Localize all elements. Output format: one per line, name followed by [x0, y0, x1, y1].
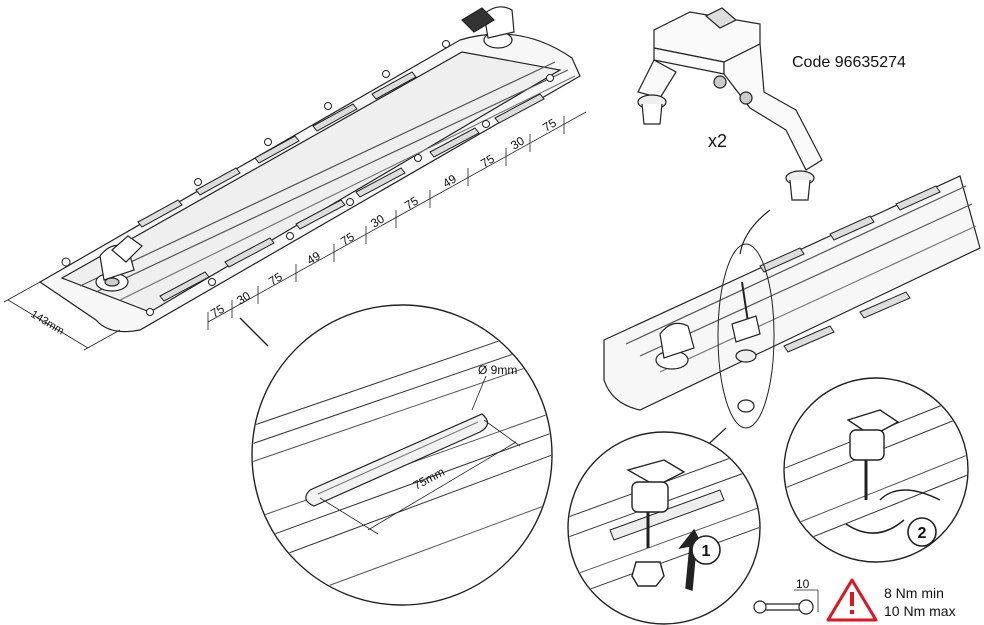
slot-detail-circle	[239, 304, 553, 606]
step-2-number: 2	[918, 525, 927, 542]
width-label: 143mm	[28, 308, 66, 337]
bracket	[637, 7, 823, 201]
top-dimension-chain	[207, 111, 587, 330]
hole-diameter-label: Ø 9mm	[478, 363, 517, 377]
wrench-icon	[753, 589, 819, 615]
dim-top-5: 75	[338, 229, 357, 248]
dim-top-3: 75	[266, 269, 285, 288]
step-1-number: 1	[702, 543, 711, 560]
dim-top-7: 75	[402, 193, 421, 212]
width-dimension	[3, 281, 121, 351]
dim-top-2: 30	[234, 288, 253, 307]
dim-top-6: 30	[368, 211, 387, 230]
torque-max: 10 Nm max	[884, 603, 956, 619]
rail-fitting	[655, 322, 695, 370]
step-2-detail	[783, 377, 969, 563]
right-fitting	[461, 6, 515, 49]
left-fitting	[95, 235, 143, 292]
mounted-rail	[603, 175, 981, 429]
torque-min: 8 Nm min	[884, 585, 944, 601]
dim-top-4: 49	[304, 248, 323, 267]
dim-top-10: 30	[508, 133, 527, 152]
quantity-label: x2	[708, 131, 727, 151]
product-code: Code 96635274	[792, 54, 906, 71]
main-rail	[38, 6, 581, 333]
warning-icon	[826, 578, 878, 622]
wrench-size: 10	[796, 577, 810, 591]
dim-top-9: 75	[478, 151, 497, 170]
dim-top-8: 49	[440, 171, 459, 190]
dim-top-11: 75	[540, 115, 559, 134]
step-1-detail	[567, 431, 761, 625]
dim-top-1: 75	[208, 301, 227, 320]
